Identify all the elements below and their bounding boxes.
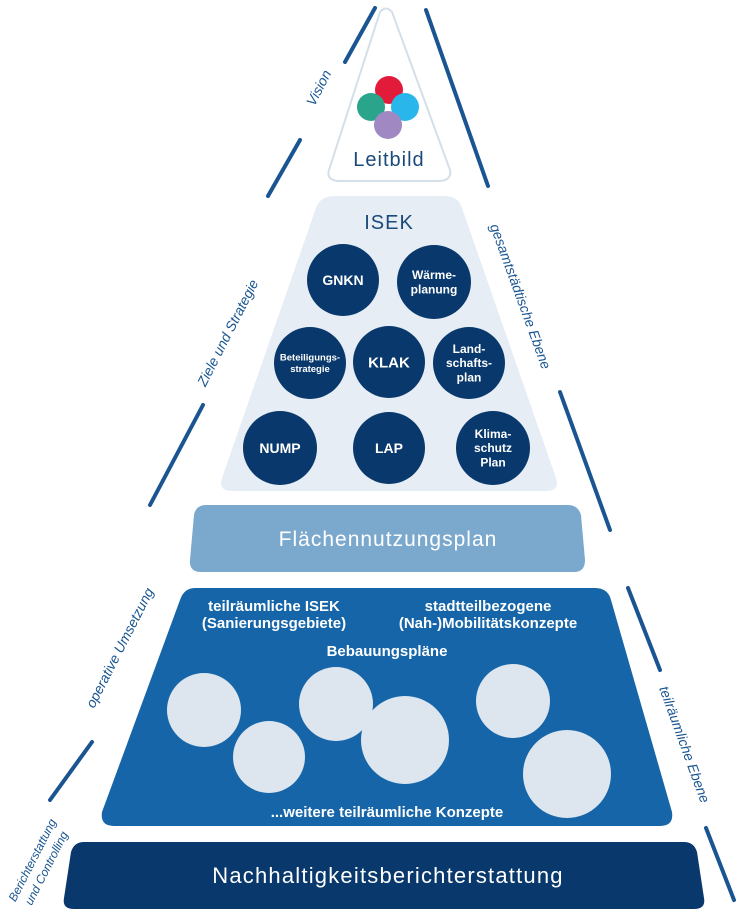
isek-circle-label-klimaschutzplan: schutz xyxy=(474,441,512,455)
isek-circle-nump xyxy=(243,411,317,485)
right-pyramid-edge xyxy=(424,8,736,902)
teilraum-section: teilräumliche ISEK (Sanierungsgebiete) s… xyxy=(101,588,673,826)
isek-circle-label-landschaftsplan: schafts- xyxy=(446,356,492,370)
isek-circle-label-waermeplanung: planung xyxy=(411,282,458,296)
isek-circle-label-nump: NUMP xyxy=(259,440,300,456)
vision-side-label: Vision xyxy=(303,67,335,108)
isek-circle-beteiligungsstrategie xyxy=(274,327,346,399)
operative-side-label: operative Umsetzung xyxy=(82,585,156,710)
vision-dot-cyan xyxy=(391,93,419,121)
leitbild-title: Leitbild xyxy=(353,149,424,171)
area-circle xyxy=(299,667,373,741)
fnp-title: Flächennutzungsplan xyxy=(279,528,498,551)
isek-circle-klimaschutzplan xyxy=(456,411,530,485)
isek-section: ISEK GNKN Wärme-planungBeteiligungs-strat… xyxy=(221,196,557,491)
berichterstattung-bar xyxy=(63,842,705,909)
mobility-concepts-line2: (Nah-)Mobilitätskonzepte xyxy=(399,615,577,632)
berichterstattung-title: Nachhaltigkeitsberichterstattung xyxy=(212,863,563,888)
isek-circle-label-lap: LAP xyxy=(375,440,403,456)
isek-circle-label-landschaftsplan: plan xyxy=(457,371,482,385)
isek-circle-klak xyxy=(353,326,425,398)
isek-circle-lap xyxy=(353,412,425,484)
left-pyramid-edge xyxy=(48,6,377,802)
fnp-bar xyxy=(189,505,585,572)
area-circle xyxy=(523,730,611,818)
teilraum-isek-line1: teilräumliche ISEK xyxy=(208,598,340,615)
isek-circle-label-gnkn: GNKN xyxy=(322,272,363,288)
area-circle xyxy=(361,696,449,784)
teilraum-isek-line2: (Sanierungsgebiete) xyxy=(202,615,346,632)
isek-circle-label-klimaschutzplan: Plan xyxy=(480,456,505,470)
fnp-section: Flächennutzungsplan xyxy=(189,505,585,572)
area-circle xyxy=(233,721,305,793)
isek-circle-gnkn xyxy=(307,244,379,316)
ziele-side-label: Ziele und Strategie xyxy=(193,277,261,390)
berichterstattung-section: Nachhaltigkeitsberichterstattung xyxy=(63,842,705,909)
isek-circle-waermeplanung xyxy=(397,245,471,319)
area-circle xyxy=(476,664,550,738)
isek-circle-label-beteiligungsstrategie: strategie xyxy=(290,364,330,375)
isek-circle-label-landschaftsplan: Land- xyxy=(453,342,486,356)
isek-circle-label-waermeplanung: Wärme- xyxy=(412,268,456,282)
bebauungsplaene-label: Bebauungspläne xyxy=(327,643,448,660)
isek-circle-landschaftsplan xyxy=(433,327,505,399)
isek-circle-label-beteiligungsstrategie: Beteiligungs- xyxy=(280,353,340,364)
weitere-konzepte-label: ...weitere teilräumliche Konzepte xyxy=(271,804,504,821)
vision-dot-purple xyxy=(374,111,402,139)
isek-circle-label-klimaschutzplan: Klima- xyxy=(475,427,512,441)
area-circle xyxy=(167,673,241,747)
leitbild-section: Leitbild xyxy=(327,7,452,182)
mobility-concepts-line1: stadtteilbezogene xyxy=(425,598,552,615)
vision-dot-green xyxy=(357,93,385,121)
isek-circle-label-klak: KLAK xyxy=(368,354,410,371)
isek-title: ISEK xyxy=(364,212,414,234)
